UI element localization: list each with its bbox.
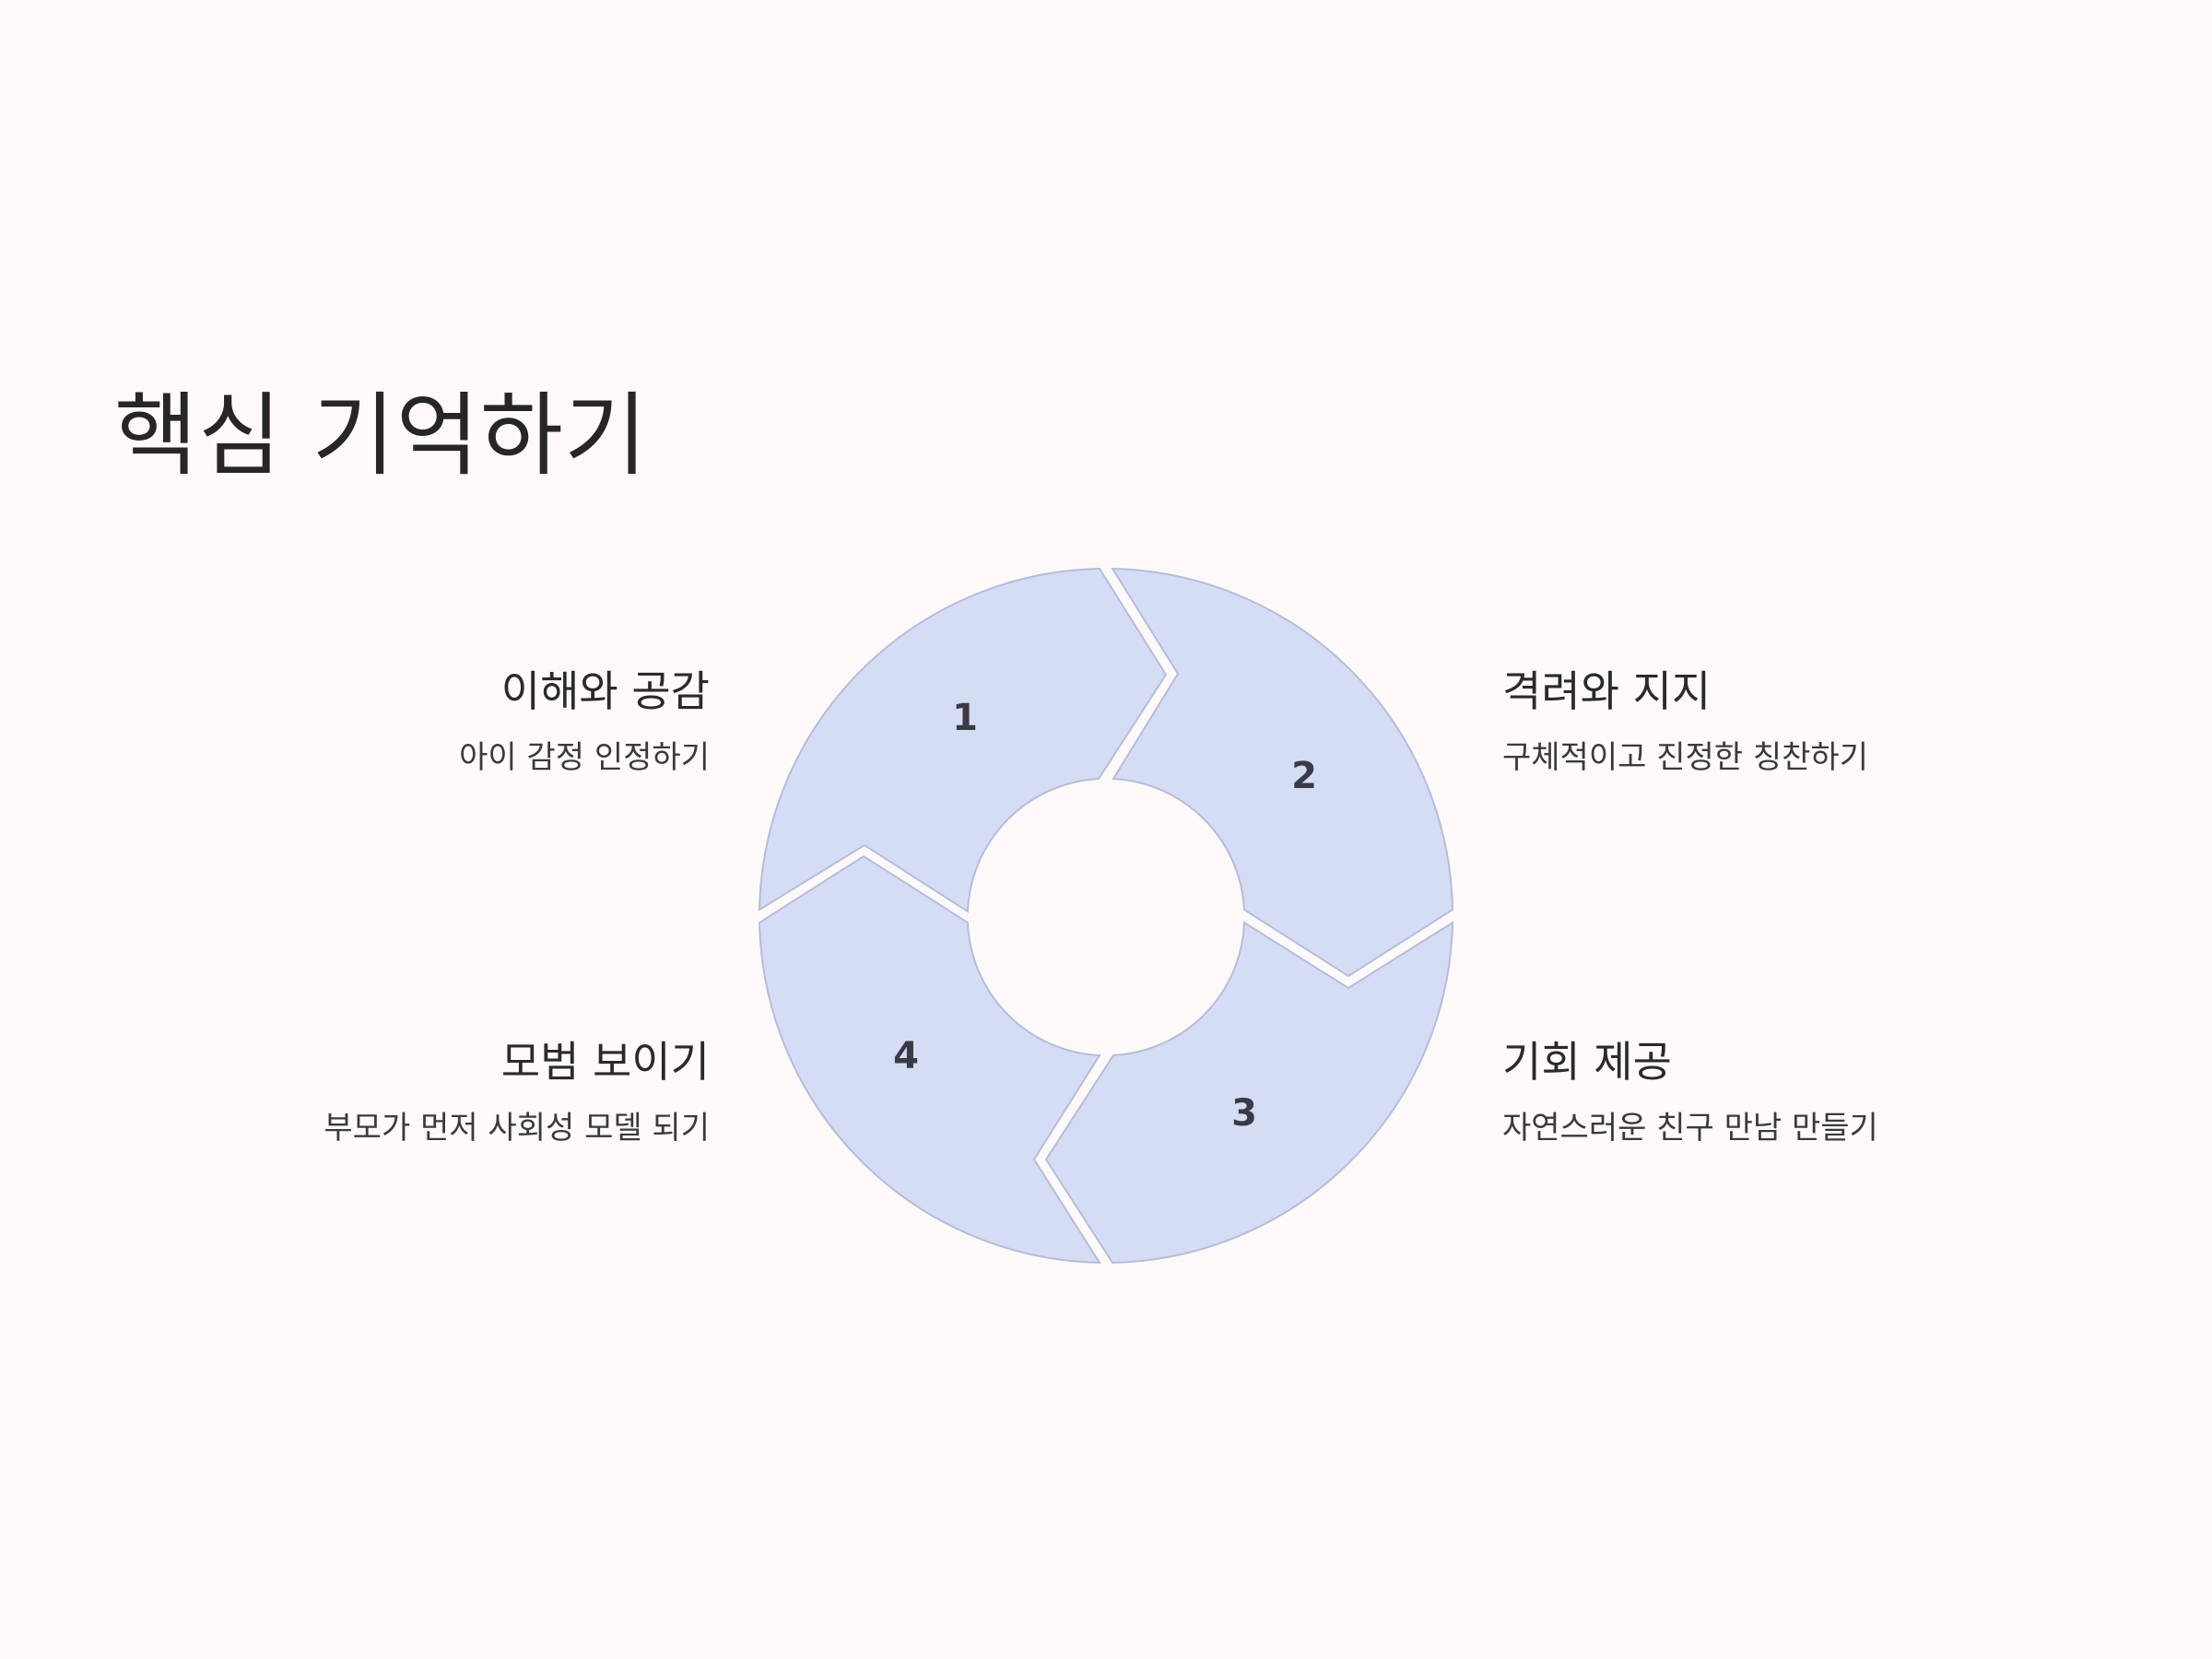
step-4-title: 모범 보이기	[500, 1037, 710, 1087]
segment-4	[758, 854, 1101, 1265]
step-3-description: 자연스러운 친구 만남 만들기	[1502, 1110, 1878, 1147]
page-title: 핵심 기억하기	[114, 383, 649, 488]
step-2-title: 격려와 지지	[1502, 666, 1712, 716]
step-1-label: 이해와 공감 아이 감정 인정하기	[65, 665, 710, 778]
step-3-title: 기회 제공	[1502, 1037, 1672, 1087]
step-2-description: 구체적이고 진정한 칭찬하기	[1502, 739, 1868, 776]
step-3-label: 기회 제공 자연스러운 친구 만남 만들기	[1502, 1036, 2147, 1148]
step-1-title: 이해와 공감	[500, 666, 710, 716]
segment-3	[1044, 921, 1454, 1265]
step-1-description: 아이 감정 인정하기	[459, 739, 710, 776]
step-2-label: 격려와 지지 구체적이고 진정한 칭찬하기	[1502, 665, 2147, 778]
segment-2	[1111, 567, 1454, 978]
segment-number-2: 2	[1291, 755, 1317, 797]
step-4-label: 모범 보이기 부모가 먼저 사회성 모델 되기	[65, 1036, 710, 1148]
segment-number-3: 3	[1231, 1092, 1257, 1135]
segment-1	[758, 567, 1168, 913]
segment-number-4: 4	[893, 1035, 919, 1077]
step-4-description: 부모가 먼저 사회성 모델 되기	[324, 1110, 710, 1147]
segment-number-1: 1	[952, 697, 978, 739]
